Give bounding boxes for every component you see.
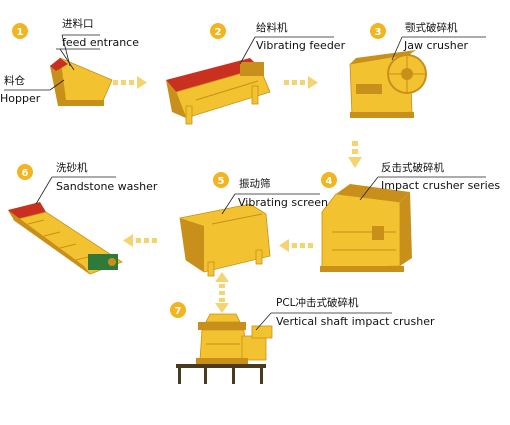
label-en-feed-entrance: feed entrance xyxy=(62,36,139,49)
svg-text:7: 7 xyxy=(175,306,182,317)
step-badge-1: 1 xyxy=(12,23,28,39)
label-zh-hopper: 料仓 xyxy=(4,74,25,87)
flow-arrow-5-6 xyxy=(123,234,157,247)
vibrating-screen-illustration xyxy=(179,203,271,277)
flow-arrow-1-2 xyxy=(113,76,147,89)
label-zh-jaw-crusher: 颚式破碎机 xyxy=(405,21,458,34)
step-badge-7: 7 xyxy=(170,302,186,318)
flow-arrow-3-4 xyxy=(348,141,362,168)
flow-arrow-5-7 xyxy=(215,272,229,313)
svg-text:5: 5 xyxy=(218,176,225,187)
flow-arrow-2-3 xyxy=(284,76,318,89)
label-zh-vibrating-feeder: 给料机 xyxy=(256,21,288,34)
svg-text:1: 1 xyxy=(17,27,24,38)
step-badge-6: 6 xyxy=(17,164,33,180)
vibrating-feeder-illustration xyxy=(166,58,271,125)
label-zh-vibrating-screen: 振动筛 xyxy=(239,177,271,190)
step-badge-2: 2 xyxy=(210,23,226,39)
hopper-illustration xyxy=(50,57,113,106)
vsi-crusher-illustration xyxy=(176,313,273,384)
label-en-impact-crusher: Impact crusher series xyxy=(381,179,500,192)
svg-text:4: 4 xyxy=(326,176,333,187)
impact-crusher-illustration xyxy=(320,184,412,272)
label-zh-vsi-crusher: PCL冲击式破碎机 xyxy=(276,296,359,309)
label-en-vibrating-feeder: Vibrating feeder xyxy=(256,39,346,52)
label-en-vibrating-screen: Vibrating screen xyxy=(238,196,328,209)
label-en-sandstone-washer: Sandstone washer xyxy=(56,180,158,193)
label-en-vsi-crusher: Vertical shaft impact crusher xyxy=(276,315,435,328)
label-zh-feed-entrance: 进料口 xyxy=(62,17,94,30)
sandstone-washer-illustration xyxy=(8,202,123,275)
label-zh-impact-crusher: 反击式破碎机 xyxy=(381,161,444,174)
leader-lines xyxy=(4,34,486,331)
svg-text:3: 3 xyxy=(375,27,382,38)
label-en-hopper: Hopper xyxy=(0,92,41,105)
svg-text:6: 6 xyxy=(22,168,29,179)
label-en-jaw-crusher: Jaw crusher xyxy=(403,39,468,52)
svg-text:2: 2 xyxy=(215,27,222,38)
step-badge-3: 3 xyxy=(370,23,386,39)
flow-arrow-4-5 xyxy=(279,239,313,252)
jaw-crusher-illustration xyxy=(349,50,427,118)
step-badge-5: 5 xyxy=(213,172,229,188)
label-zh-sandstone-washer: 洗砂机 xyxy=(56,161,88,174)
step-badge-4: 4 xyxy=(321,172,337,188)
